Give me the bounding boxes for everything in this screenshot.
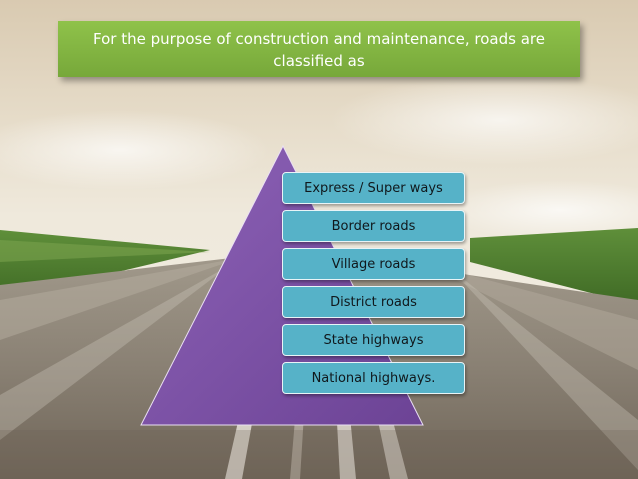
tier-express-super-ways: Express / Super ways bbox=[282, 172, 465, 204]
tier-label: Village roads bbox=[331, 256, 416, 272]
title-text: For the purpose of construction and main… bbox=[93, 30, 545, 70]
tier-border-roads: Border roads bbox=[282, 210, 465, 242]
tier-label: State highways bbox=[323, 332, 424, 348]
tier-label: National highways. bbox=[311, 370, 436, 386]
tier-village-roads: Village roads bbox=[282, 248, 465, 280]
tier-label: Express / Super ways bbox=[304, 180, 443, 196]
title-banner: For the purpose of construction and main… bbox=[58, 21, 580, 77]
tier-national-highways: National highways. bbox=[282, 362, 465, 394]
tier-state-highways: State highways bbox=[282, 324, 465, 356]
tier-district-roads: District roads bbox=[282, 286, 465, 318]
tier-label: District roads bbox=[330, 294, 417, 310]
tier-label: Border roads bbox=[331, 218, 416, 234]
